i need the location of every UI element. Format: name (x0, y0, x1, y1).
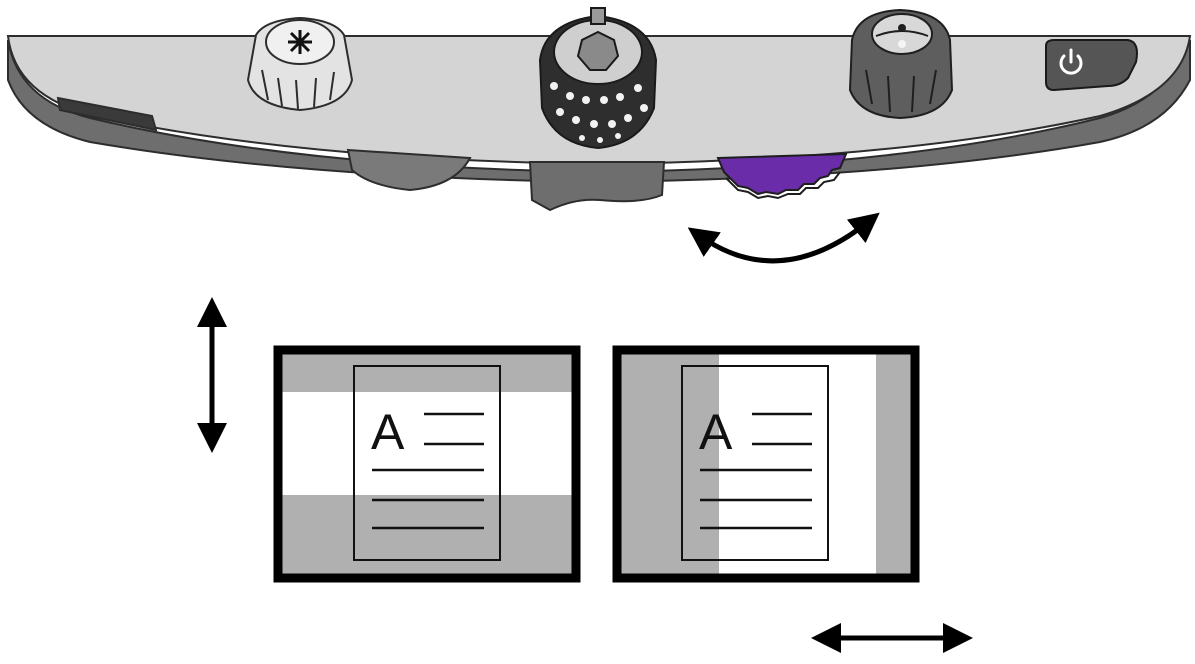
document-page: A (353, 365, 501, 561)
screen-horizontal-band: A (273, 345, 581, 583)
mask-left (617, 350, 719, 578)
document-letter: A (371, 404, 405, 460)
dial-grip-dots (550, 82, 648, 143)
thumbwheel-left[interactable] (346, 148, 472, 192)
screen-frame (273, 345, 581, 583)
magnifier-device (6, 7, 1192, 212)
power-button[interactable] (1045, 39, 1138, 92)
zoom-dial[interactable] (538, 7, 658, 150)
curved-double-arrow (687, 212, 880, 264)
sun-icon (288, 30, 312, 54)
light-knob[interactable] (246, 16, 354, 112)
side-slot (56, 96, 158, 132)
center-foot (528, 161, 666, 212)
scroll-wheel[interactable] (716, 152, 848, 196)
mask-right (876, 350, 915, 578)
screen-vertical-band: A (612, 345, 920, 583)
mask-bottom (278, 495, 576, 578)
screen-frame (612, 345, 920, 583)
power-icon (1059, 48, 1083, 75)
scroll-wheel-ridge (725, 171, 841, 200)
document-page: A (681, 365, 829, 561)
document-letter: A (699, 404, 733, 460)
contrast-knob[interactable] (848, 8, 954, 120)
mask-top (278, 350, 576, 392)
